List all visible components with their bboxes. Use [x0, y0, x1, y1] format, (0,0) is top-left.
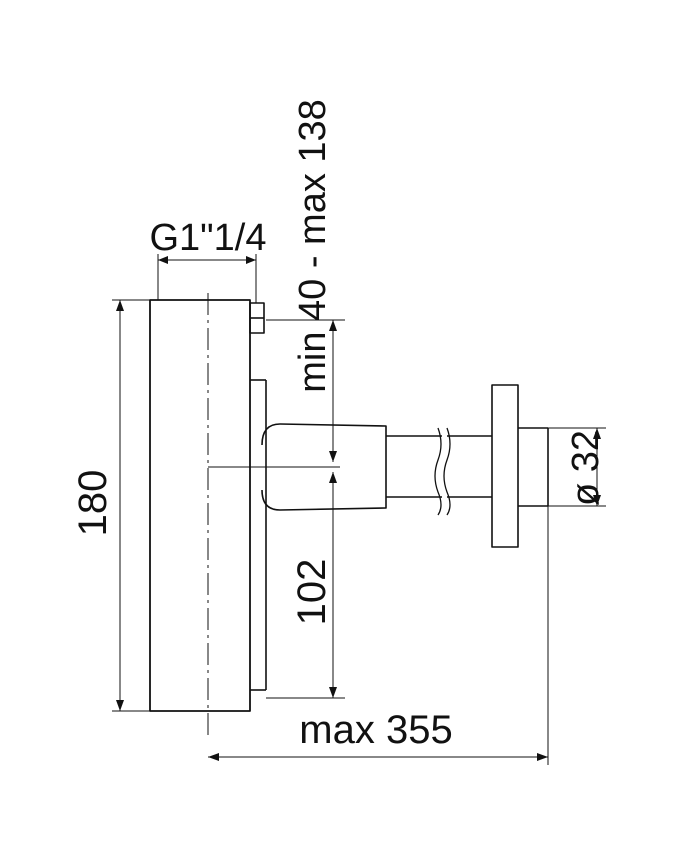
adjust-range-label: min 40 - max 138	[292, 99, 334, 393]
projection-dimension-line	[208, 506, 549, 765]
thread-dimension-line	[157, 254, 257, 303]
thread-nub	[249, 302, 265, 334]
diameter-dimension-line	[548, 427, 606, 507]
height-dimension-line	[112, 299, 150, 712]
outlet-tube	[261, 423, 492, 516]
siphon-body	[149, 299, 267, 712]
outlet-height-dimension-line	[266, 472, 345, 699]
outlet-diameter-label: ø 32	[565, 430, 607, 506]
wall-flange	[491, 384, 549, 548]
adjust-range-dimension-line	[266, 319, 345, 462]
height-label: 180	[71, 470, 115, 537]
thread-size-label: G1"1/4	[149, 217, 266, 259]
projection-label: max 355	[299, 708, 452, 752]
outlet-height-label: 102	[290, 559, 334, 626]
